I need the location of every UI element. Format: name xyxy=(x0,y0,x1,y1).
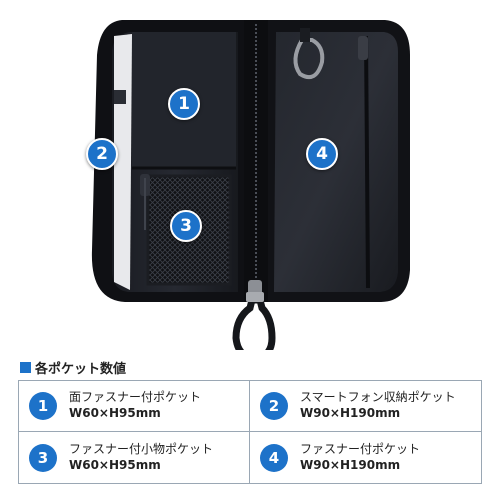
spec-item-name: 面ファスナー付ポケット xyxy=(69,390,202,405)
spec-item-3: 3 ファスナー付小物ポケット W60×H95mm xyxy=(19,432,250,483)
spec-item-name: ファスナー付小物ポケット xyxy=(69,441,214,456)
square-bullet-icon xyxy=(20,362,31,373)
spec-number-2: 2 xyxy=(260,392,288,420)
spec-item-name: スマートフォン収納ポケット xyxy=(300,390,456,405)
spec-item-name: ファスナー付ポケット xyxy=(300,441,421,456)
pocket-marker-1: 1 xyxy=(168,88,200,120)
spec-number-4: 4 xyxy=(260,443,288,472)
spec-title: 各ポケット数値 xyxy=(20,358,126,377)
spec-title-text: 各ポケット数値 xyxy=(35,362,127,377)
spec-number-1: 1 xyxy=(29,392,57,420)
spec-item-1: 1 面ファスナー付ポケット W60×H95mm xyxy=(19,381,250,432)
spec-number-3: 3 xyxy=(29,443,57,472)
spec-item-size: W60×H95mm xyxy=(69,406,161,420)
spec-item-2: 2 スマートフォン収納ポケット W90×H190mm xyxy=(250,381,481,432)
pocket-marker-4: 4 xyxy=(306,138,338,170)
product-image xyxy=(91,20,410,350)
pocket-marker-3: 3 xyxy=(170,210,202,242)
spec-item-4: 4 ファスナー付ポケット W90×H190mm xyxy=(250,432,481,483)
spec-item-size: W90×H190mm xyxy=(300,457,401,472)
pocket-marker-2: 2 xyxy=(86,138,118,170)
spec-table: 1 面ファスナー付ポケット W60×H95mm 2 スマートフォン収納ポケット … xyxy=(18,380,482,484)
spec-item-size: W60×H95mm xyxy=(69,457,161,472)
spec-item-size: W90×H190mm xyxy=(300,406,401,420)
